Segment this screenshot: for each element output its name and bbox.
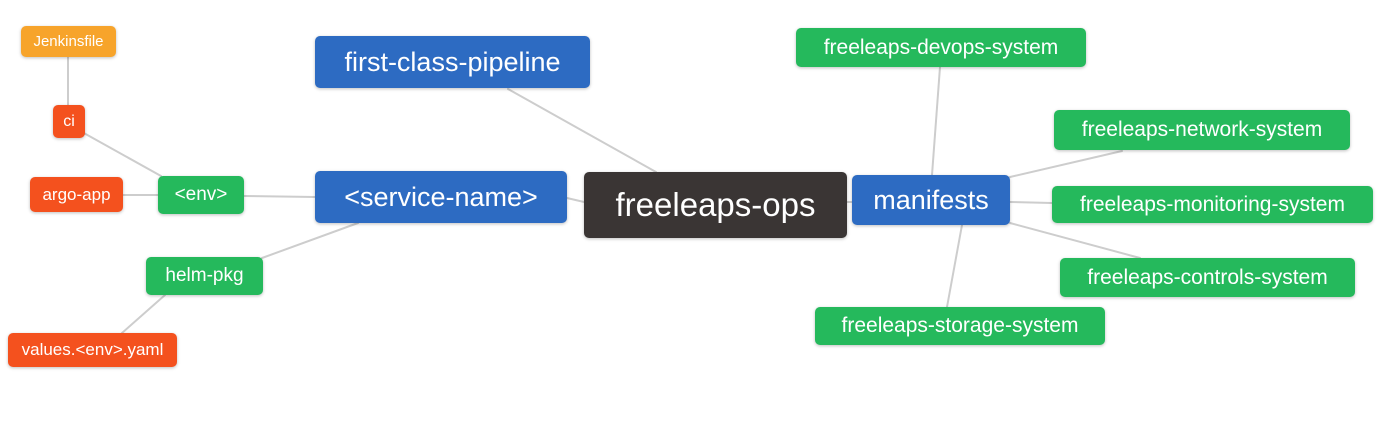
- edge-service-name-to-freeleaps-ops: [566, 197, 585, 203]
- edge-manifests-to-monitoring-system: [1009, 201, 1053, 204]
- node-monitoring-system[interactable]: freeleaps-monitoring-system: [1052, 186, 1373, 223]
- edge-service-name-to-helm-pkg: [261, 222, 359, 259]
- node-storage-system[interactable]: freeleaps-storage-system: [815, 307, 1105, 345]
- node-argo-app[interactable]: argo-app: [30, 177, 123, 212]
- node-helm-pkg[interactable]: helm-pkg: [146, 257, 263, 295]
- node-values-env-yaml[interactable]: values.<env>.yaml: [8, 333, 177, 367]
- node-first-class-pipeline[interactable]: first-class-pipeline: [315, 36, 590, 88]
- edge-first-class-pipeline-to-freeleaps-ops: [507, 88, 657, 173]
- edge-manifests-to-devops-system: [931, 66, 941, 176]
- node-env[interactable]: <env>: [158, 176, 244, 214]
- node-service-name[interactable]: <service-name>: [315, 171, 567, 223]
- node-freeleaps-ops[interactable]: freeleaps-ops: [584, 172, 847, 238]
- edge-env-to-service-name: [243, 195, 316, 198]
- node-manifests[interactable]: manifests: [852, 175, 1010, 225]
- node-network-system[interactable]: freeleaps-network-system: [1054, 110, 1350, 150]
- node-devops-system[interactable]: freeleaps-devops-system: [796, 28, 1086, 67]
- edge-manifests-to-controls-system: [1009, 222, 1141, 259]
- edge-manifests-to-network-system: [1009, 150, 1123, 178]
- node-controls-system[interactable]: freeleaps-controls-system: [1060, 258, 1355, 297]
- edge-helm-pkg-to-values-env-yaml: [121, 294, 166, 334]
- edge-manifests-to-storage-system: [946, 224, 963, 308]
- node-ci[interactable]: ci: [53, 105, 85, 138]
- edge-ci-to-env: [81, 131, 162, 177]
- node-jenkinsfile[interactable]: Jenkinsfile: [21, 26, 116, 57]
